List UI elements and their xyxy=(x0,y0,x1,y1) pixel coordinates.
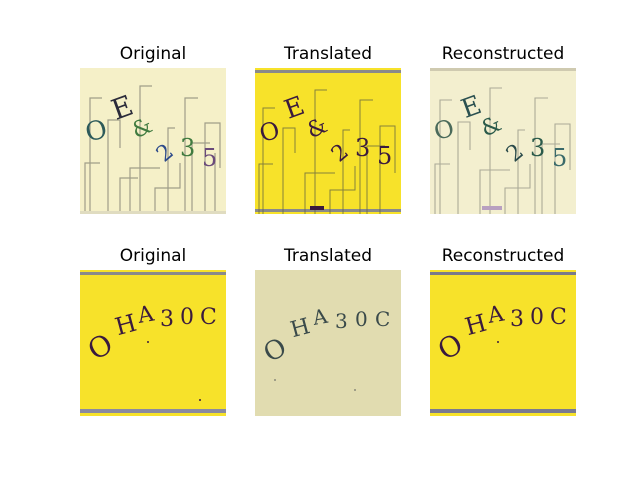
svg-text:3: 3 xyxy=(355,134,370,162)
panel-title-original: Original xyxy=(119,44,187,64)
panel-title-original: Original xyxy=(119,246,187,266)
captcha-image-original: O E & 2 3 5 xyxy=(80,68,226,214)
captcha-image-reconstructed: O E & 2 3 5 xyxy=(430,68,576,214)
svg-text:3: 3 xyxy=(510,307,524,332)
svg-text:C: C xyxy=(375,307,390,331)
svg-text:A: A xyxy=(135,301,157,329)
panel-title-reconstructed: Reconstructed xyxy=(441,246,565,266)
captcha-image-original: O H A 3 0 C xyxy=(80,270,226,416)
svg-text:A: A xyxy=(485,301,507,329)
svg-text:3: 3 xyxy=(530,134,545,162)
svg-text:0: 0 xyxy=(530,305,544,330)
svg-text:C: C xyxy=(200,305,217,330)
panel-title-reconstructed: Reconstructed xyxy=(441,44,565,64)
captcha-image-translated: O E & 2 3 5 xyxy=(255,68,401,214)
svg-text:3: 3 xyxy=(335,309,348,333)
captcha-image-reconstructed: O H A 3 0 C xyxy=(430,270,576,416)
svg-text:A: A xyxy=(310,304,330,330)
panel-title-translated: Translated xyxy=(284,246,372,266)
captcha-image-translated: O H A 3 0 C xyxy=(255,270,401,416)
svg-text:0: 0 xyxy=(355,307,368,331)
svg-text:3: 3 xyxy=(180,134,195,162)
svg-text:3: 3 xyxy=(160,307,174,332)
svg-text:C: C xyxy=(550,305,567,330)
svg-text:0: 0 xyxy=(180,305,194,330)
svg-text:5: 5 xyxy=(552,144,567,172)
svg-text:5: 5 xyxy=(377,142,392,170)
panel-title-translated: Translated xyxy=(284,44,372,64)
svg-text:5: 5 xyxy=(202,144,217,172)
